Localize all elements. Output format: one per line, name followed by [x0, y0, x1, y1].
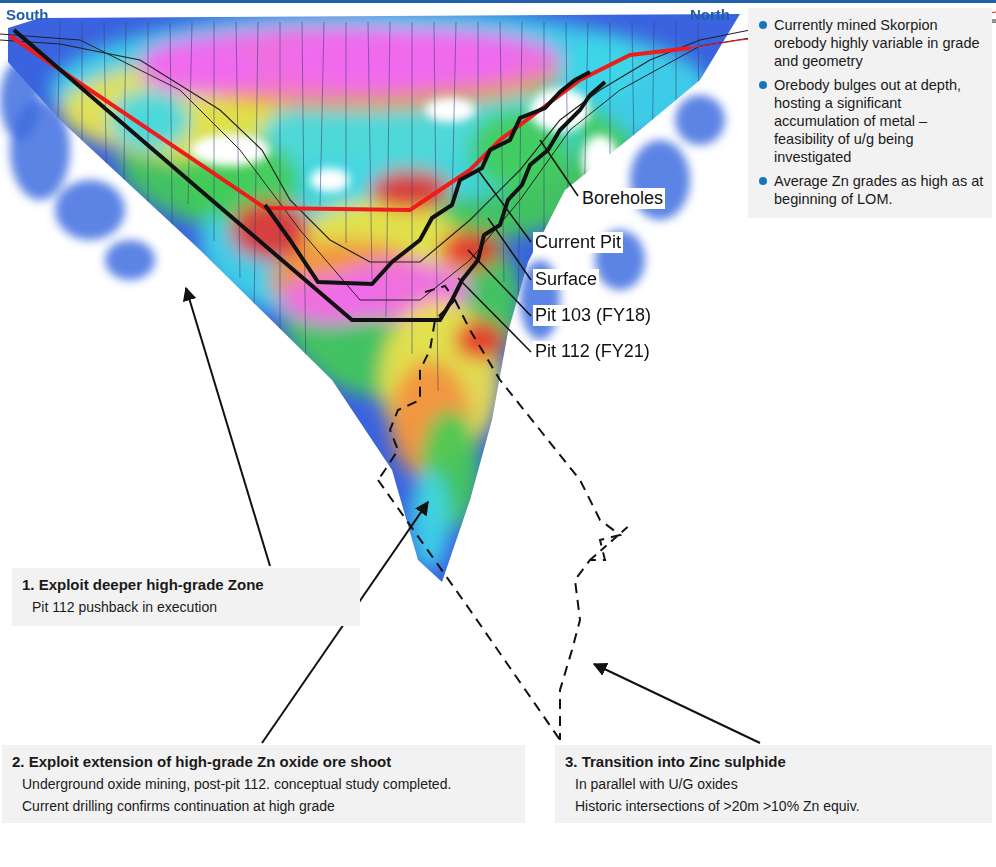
- callout-box: 2. Exploit extension of high-grade Zn ox…: [2, 745, 525, 823]
- summary-panel: Currently mined Skorpion orebody highly …: [748, 8, 992, 218]
- callout-text: Current drilling confirms continuation a…: [22, 797, 515, 815]
- feature-label: Pit 112 (FY21): [533, 341, 652, 362]
- direction-label: North: [690, 6, 730, 23]
- callout-heading: 3. Transition into Zinc sulphide: [565, 753, 982, 771]
- callout-arrow: [594, 664, 760, 743]
- callout-arrows: [186, 288, 760, 743]
- callout-text: Underground oxide mining, post-pit 112. …: [22, 775, 515, 793]
- callout-box: 1. Exploit deeper high-grade ZonePit 112…: [12, 568, 360, 626]
- callout-arrow: [186, 288, 270, 566]
- callout-heading: 1. Exploit deeper high-grade Zone: [22, 576, 350, 594]
- bullet-text: Average Zn grades as high as at beginnin…: [756, 172, 984, 208]
- callout-heading: 2. Exploit extension of high-grade Zn ox…: [12, 753, 515, 771]
- pit-outlines: [0, 12, 996, 740]
- bullet-text: Currently mined Skorpion orebody highly …: [756, 16, 984, 70]
- callout-text: In parallel with U/G oxides: [575, 775, 982, 793]
- feature-label: Surface: [533, 269, 599, 290]
- callout-box: 3. Transition into Zinc sulphide In paral…: [555, 745, 992, 823]
- callout-text: Historic intersections of >20m >10% Zn e…: [575, 797, 982, 815]
- bullet-text: Orebody bulges out at depth, hosting a s…: [756, 76, 984, 166]
- feature-label: Boreholes: [580, 188, 665, 209]
- feature-label: Current Pit: [533, 232, 623, 253]
- header-rule: [0, 0, 996, 3]
- feature-label: Pit 103 (FY18): [533, 305, 653, 326]
- callout-text: Pit 112 pushback in execution: [32, 598, 350, 616]
- direction-label: South: [6, 6, 49, 23]
